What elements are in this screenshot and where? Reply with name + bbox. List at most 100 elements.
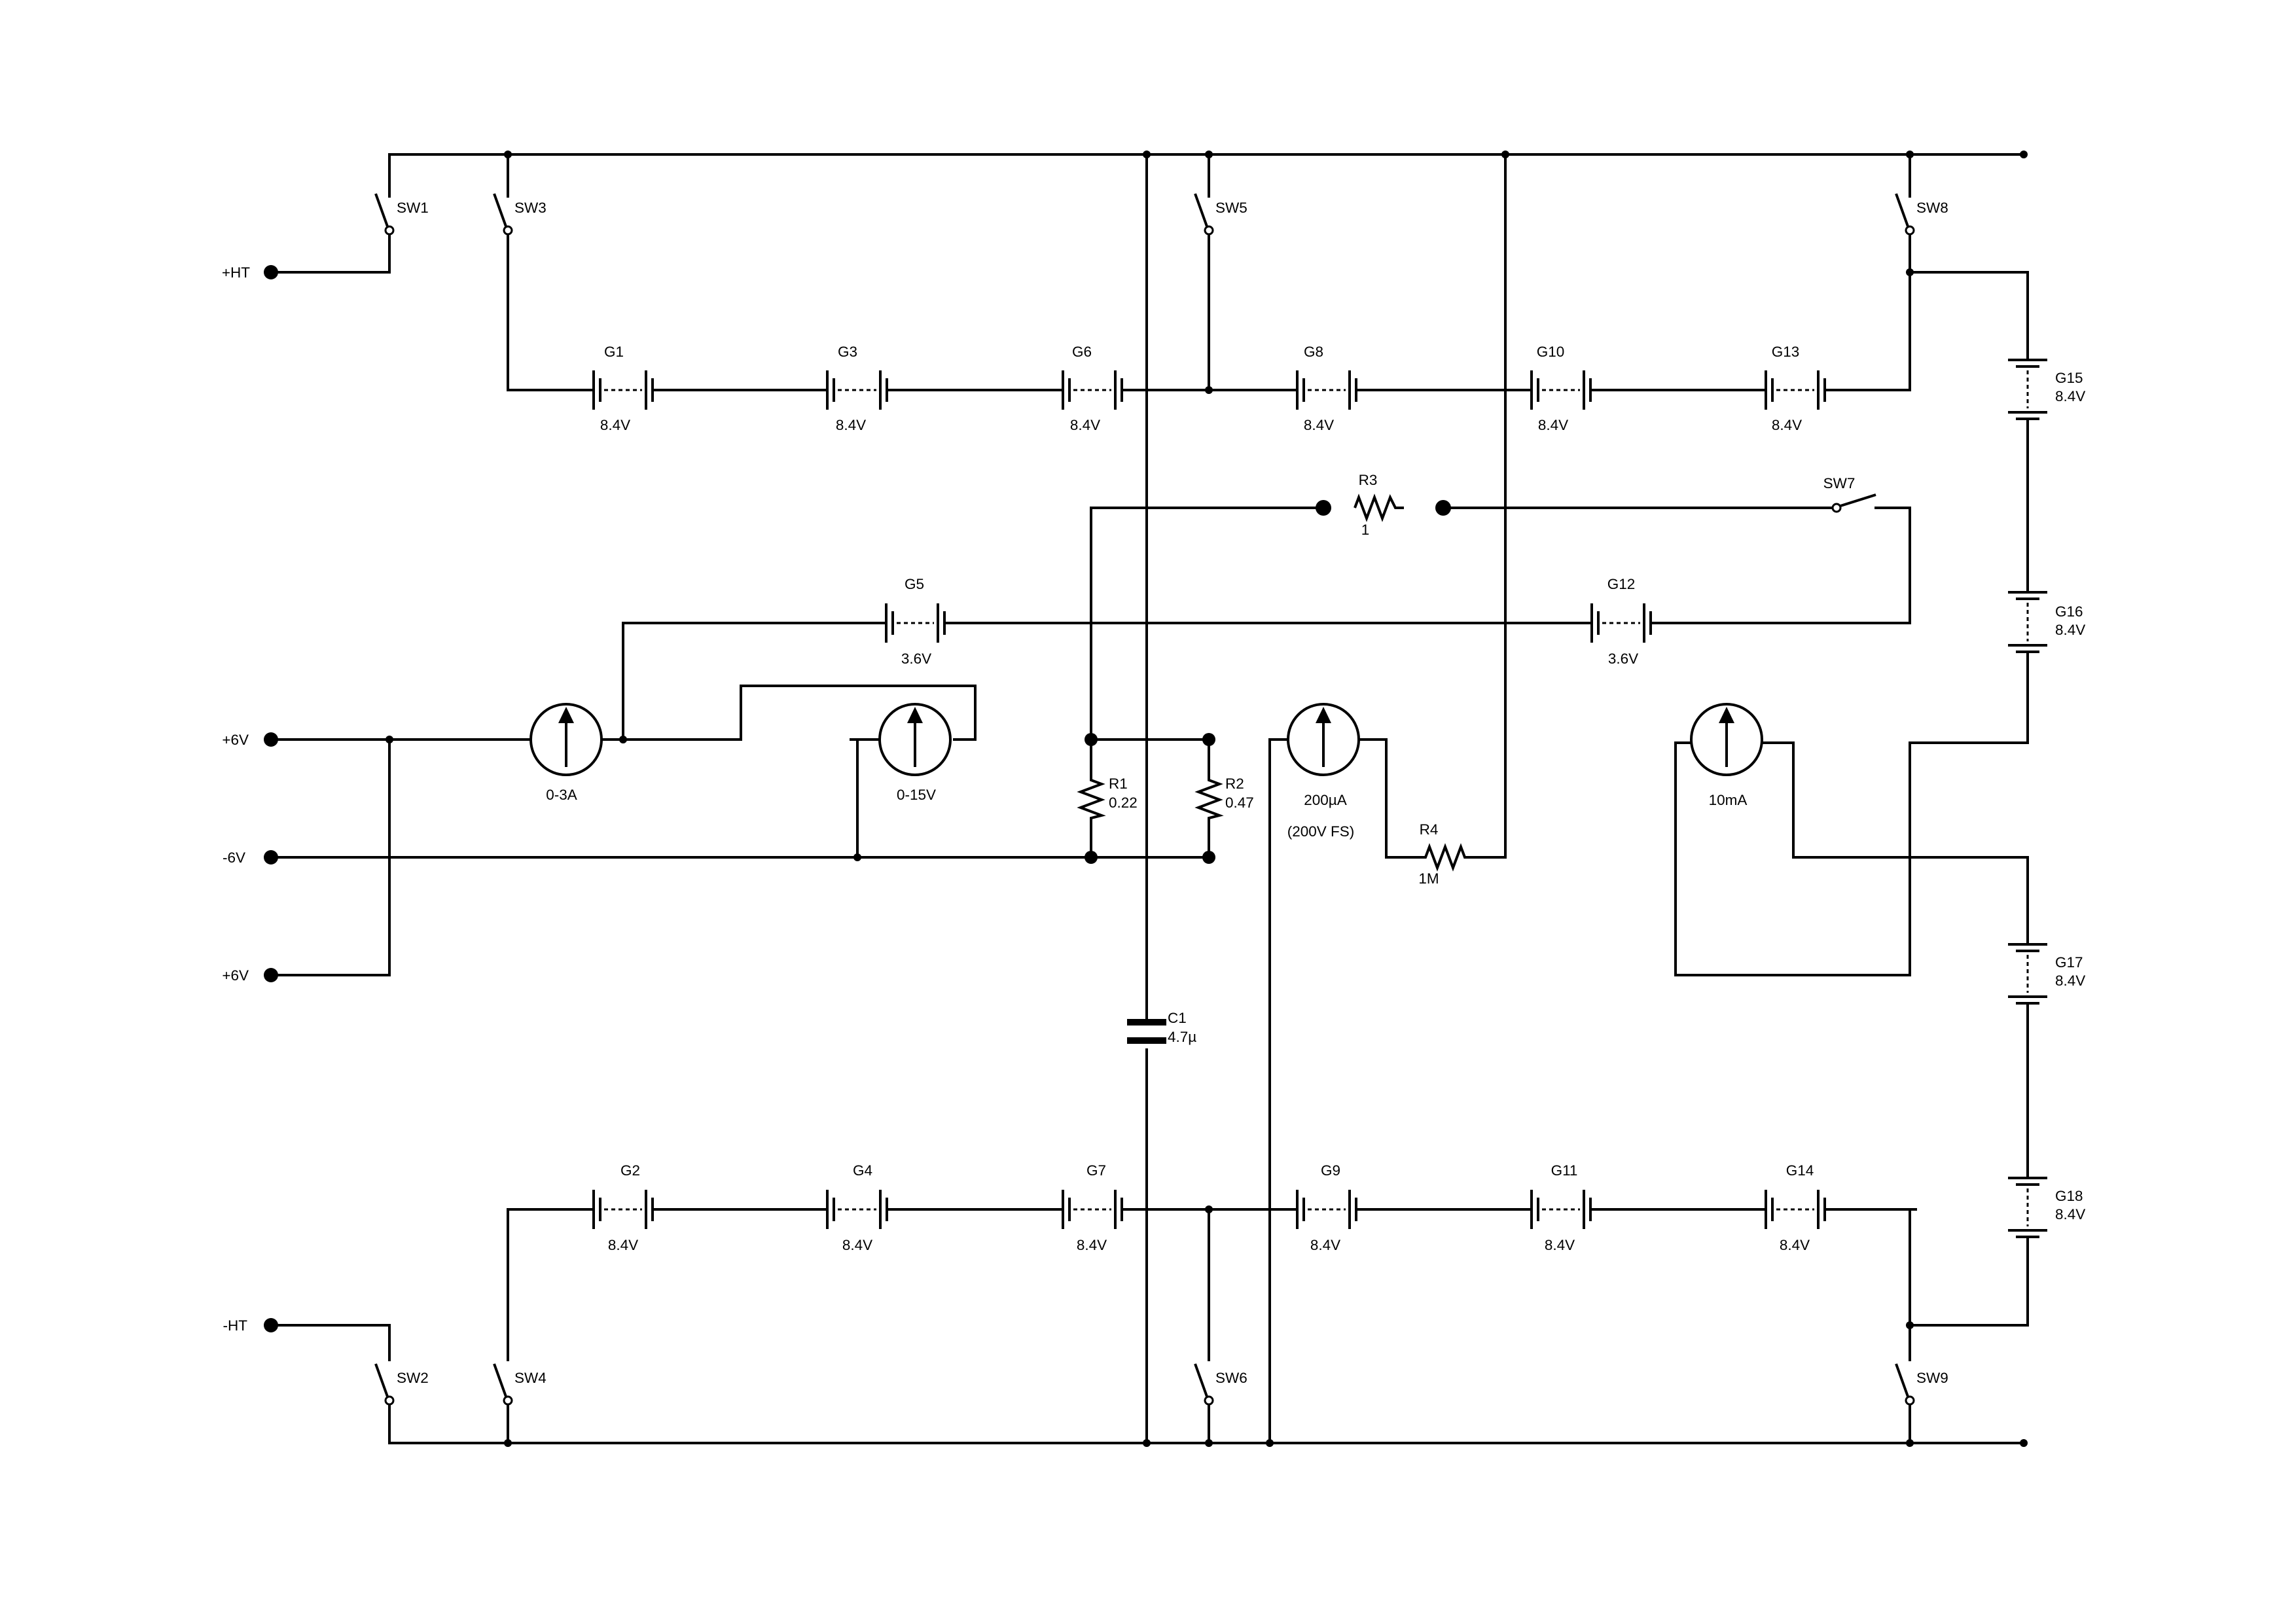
cell-value: 8.4V <box>2055 388 2085 404</box>
cell-value: 8.4V <box>1538 417 1568 433</box>
voltmeter-15v: 0-15V <box>878 703 952 803</box>
cell-name: G7 <box>1086 1162 1106 1179</box>
cell-name: G18 <box>2055 1188 2083 1204</box>
resistor-value: 1 <box>1361 522 1370 538</box>
cell-name: G6 <box>1072 344 1092 360</box>
switch-label: SW4 <box>514 1370 547 1386</box>
cell-value: 8.4V <box>1772 417 1802 433</box>
cell-g13: G13 8.4V <box>1765 344 1826 433</box>
terminal-label: +6V <box>222 967 249 984</box>
terminal-minus-ht: -HT <box>223 1317 278 1334</box>
meter-note: (200V FS) <box>1287 823 1355 840</box>
cell-name: G11 <box>1551 1162 1578 1179</box>
r3-terminal-left <box>1316 500 1331 516</box>
meter-range: 10mA <box>1709 792 1748 808</box>
switch-sw5: SW5 <box>1194 193 1247 236</box>
cell-g7: G7 8.4V <box>1062 1162 1123 1253</box>
capacitor-value: 4.7µ <box>1168 1029 1196 1045</box>
switch-sw8: SW8 <box>1895 193 1948 236</box>
cell-name: G15 <box>2055 370 2083 386</box>
terminal-minus-6v: -6V <box>223 849 278 866</box>
cell-name: G10 <box>1537 344 1565 360</box>
resistor-r3: R3 1 <box>1354 472 1404 538</box>
resistor-value: 0.22 <box>1109 794 1138 811</box>
cell-g6: G6 8.4V <box>1062 344 1123 433</box>
terminal-plus-6v-top: +6V <box>222 732 278 748</box>
switch-sw3: SW3 <box>493 193 547 236</box>
cell-g17: G17 8.4V <box>2008 943 2085 1005</box>
cell-g18: G18 8.4V <box>2008 1177 2085 1238</box>
cell-value: 3.6V <box>1608 651 1638 667</box>
cell-value: 8.4V <box>842 1237 872 1253</box>
terminal-plus-ht: +HT <box>222 264 278 281</box>
resistor-name: R3 <box>1359 472 1378 488</box>
resistor-r1: R1 0.22 <box>1077 772 1138 825</box>
resistor-name: R2 <box>1225 776 1244 792</box>
switch-label: SW3 <box>514 200 547 216</box>
ammeter-3a: 0-3A <box>529 703 603 803</box>
switch-sw9: SW9 <box>1895 1363 1948 1406</box>
cell-name: G8 <box>1304 344 1323 360</box>
junction-dots <box>386 151 2028 1447</box>
switch-label: SW6 <box>1215 1370 1247 1386</box>
cell-value: 8.4V <box>2055 972 2085 989</box>
resistor-name: R4 <box>1420 821 1439 838</box>
resistor-r2: R2 0.47 <box>1194 772 1254 825</box>
cell-name: G1 <box>604 344 624 360</box>
cell-value: 8.4V <box>600 417 630 433</box>
cell-value: 8.4V <box>1070 417 1100 433</box>
switch-label: SW9 <box>1916 1370 1948 1386</box>
cell-g5: G5 3.6V <box>885 576 946 667</box>
cell-name: G17 <box>2055 954 2083 971</box>
switch-label: SW1 <box>397 200 429 216</box>
switch-label: SW8 <box>1916 200 1948 216</box>
cell-name: G12 <box>1607 576 1636 592</box>
terminal-label: -6V <box>223 849 245 866</box>
resistor-r4: R4 1M <box>1418 821 1471 887</box>
cell-value: 8.4V <box>1310 1237 1340 1253</box>
cell-name: G3 <box>838 344 857 360</box>
resistor-value: 1M <box>1418 870 1439 887</box>
cell-g11: G11 8.4V <box>1530 1162 1592 1253</box>
capacitor-name: C1 <box>1168 1010 1187 1026</box>
meter-10ma: 10mA <box>1690 703 1763 808</box>
switch-label: SW7 <box>1823 475 1856 491</box>
cell-value: 8.4V <box>608 1237 638 1253</box>
terminal-plus-6v-bottom: +6V <box>222 967 278 984</box>
cell-name: G5 <box>905 576 924 592</box>
switch-label: SW2 <box>397 1370 429 1386</box>
cell-value: 8.4V <box>2055 622 2085 638</box>
cell-g3: G3 8.4V <box>826 344 888 433</box>
cell-g12: G12 3.6V <box>1590 576 1652 667</box>
resistor-value: 0.47 <box>1225 794 1254 811</box>
cell-name: G2 <box>620 1162 640 1179</box>
cell-value: 8.4V <box>2055 1206 2085 1222</box>
cell-g16: G16 8.4V <box>2008 591 2085 653</box>
cell-g14: G14 8.4V <box>1765 1162 1826 1253</box>
meter-range: 0-15V <box>897 787 936 803</box>
cell-name: G9 <box>1321 1162 1340 1179</box>
terminal-label: -HT <box>223 1317 248 1334</box>
capacitor-c1: C1 4.7µ <box>1127 1010 1196 1045</box>
cell-g1: G1 8.4V <box>592 344 654 433</box>
cell-name: G14 <box>1786 1162 1814 1179</box>
cell-g15: G15 8.4V <box>2008 359 2085 420</box>
switch-sw2: SW2 <box>374 1363 429 1406</box>
cell-name: G13 <box>1772 344 1800 360</box>
cell-g2: G2 8.4V <box>592 1162 654 1253</box>
terminal-label: +6V <box>222 732 249 748</box>
cell-value: 8.4V <box>1780 1237 1810 1253</box>
cell-g8: G8 8.4V <box>1296 344 1357 433</box>
meter-200ua: 200µA (200V FS) <box>1287 703 1360 840</box>
cell-value: 8.4V <box>836 417 866 433</box>
cell-value: 8.4V <box>1304 417 1334 433</box>
switch-sw4: SW4 <box>493 1363 547 1406</box>
terminal-label: +HT <box>222 264 250 281</box>
cell-name: G4 <box>853 1162 872 1179</box>
wires <box>270 153 2029 1444</box>
r3-terminal-right <box>1435 500 1451 516</box>
switch-sw7: SW7 <box>1823 475 1911 513</box>
switch-sw6: SW6 <box>1194 1363 1247 1406</box>
switch-sw1: SW1 <box>374 193 429 236</box>
